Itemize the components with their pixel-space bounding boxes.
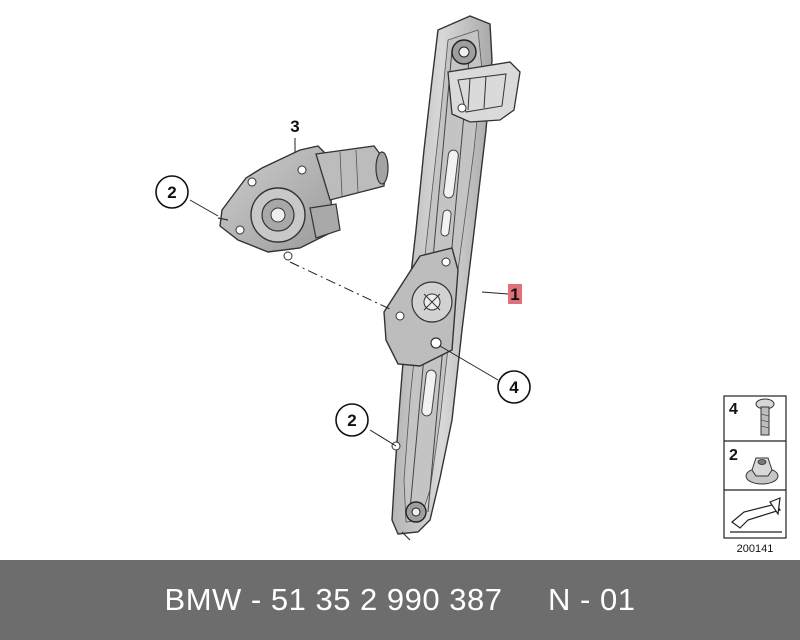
window-regulator-rail <box>383 15 521 541</box>
window-motor <box>217 145 389 261</box>
callout-nut-lower[interactable]: 2 <box>335 403 369 437</box>
footer-bar: BMW - 51 35 2 990 387 N - 01 <box>0 560 800 640</box>
callout-window-regulator[interactable]: 1 <box>508 284 522 304</box>
legend-item-nut[interactable]: 2 <box>729 447 779 485</box>
callout-label: 2 <box>167 183 176 202</box>
legend-item-screw[interactable]: 4 <box>729 398 775 436</box>
callout-label: 3 <box>290 117 299 136</box>
callout-nut-upper[interactable]: 2 <box>155 175 189 209</box>
assembly-line <box>289 261 393 311</box>
legend-box: 4 2 <box>723 395 787 539</box>
legend-label: 4 <box>729 401 738 418</box>
screw-icon <box>755 398 775 436</box>
callout-label: 4 <box>509 378 519 397</box>
parts-diagram: 2 3 1 4 2 4 2 <box>155 15 787 555</box>
callout-label: 2 <box>347 411 356 430</box>
legend-label: 2 <box>729 447 738 464</box>
callout-label: 1 <box>510 285 519 304</box>
callout-motor[interactable]: 3 <box>290 117 299 136</box>
arrow-icon <box>730 497 782 533</box>
part-number-text: BMW - 51 35 2 990 387 N - 01 <box>164 582 636 617</box>
nut-icon <box>745 457 779 485</box>
callout-screw[interactable]: 4 <box>497 370 531 404</box>
reference-number: 200141 <box>737 543 774 555</box>
